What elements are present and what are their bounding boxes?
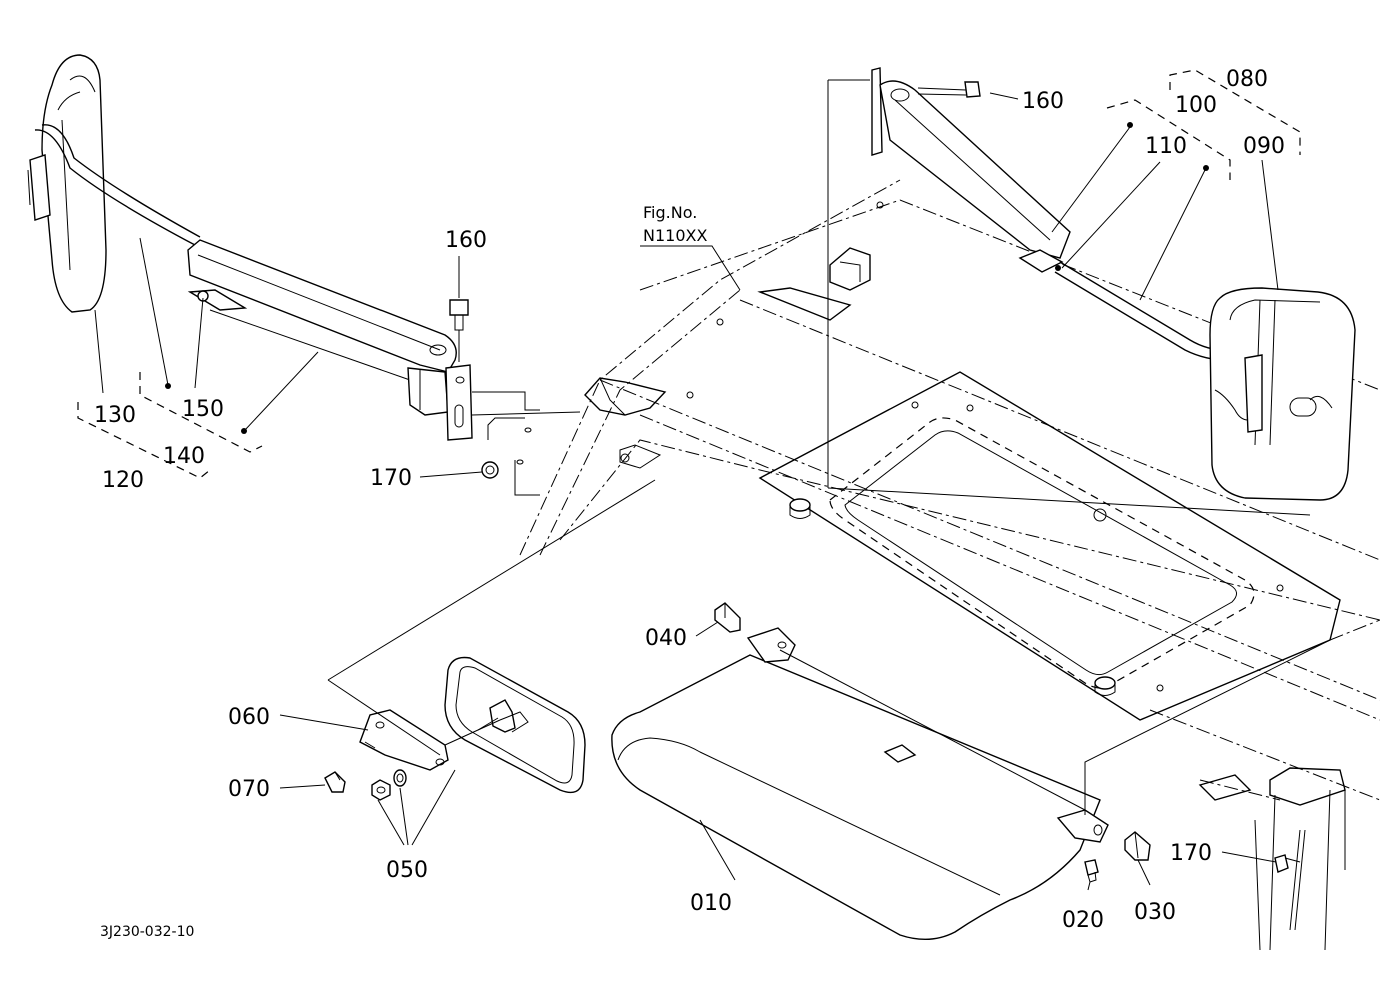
callout-030: 030 — [1134, 900, 1176, 925]
ref-fig-number: N110XX — [643, 226, 707, 245]
callout-060: 060 — [228, 705, 270, 730]
callout-150: 150 — [182, 397, 224, 422]
leader-lines — [94, 79, 1331, 891]
bolt-070 — [324, 771, 346, 793]
callout-100: 100 — [1175, 93, 1217, 118]
roof-hatch — [686, 201, 1341, 721]
group-bracket-right — [1106, 69, 1301, 180]
callout-040: 040 — [645, 626, 687, 651]
ref-fig-label: Fig.No. — [643, 203, 697, 222]
left-mirror-assembly — [27, 54, 581, 496]
callout-050: 050 — [386, 858, 428, 883]
callout-labels: 130 150 140 120 160 170 160 080 100 110 … — [94, 67, 1285, 940]
group-bracket-left — [77, 372, 263, 479]
callout-090: 090 — [1243, 134, 1285, 159]
left-mirror-head — [41, 54, 107, 313]
callout-170-left: 170 — [370, 466, 412, 491]
right-mirror-assembly — [871, 67, 1356, 501]
left-mount-plate — [445, 364, 473, 441]
sun-visor-assembly — [611, 602, 1301, 940]
right-mirror-head — [1209, 287, 1356, 501]
callout-140: 140 — [163, 444, 205, 469]
callout-070: 070 — [228, 777, 270, 802]
roof-bracket-right — [1198, 767, 1346, 951]
callout-120: 120 — [102, 468, 144, 493]
roof-bracket-center — [757, 247, 871, 321]
right-nut-170 — [1274, 854, 1289, 873]
callout-010: 010 — [690, 891, 732, 916]
callout-130: 130 — [94, 403, 136, 428]
sun-visor — [611, 654, 1101, 940]
nut-050 — [371, 779, 391, 801]
inner-mirror-assembly — [324, 656, 586, 801]
callout-020: 020 — [1062, 908, 1104, 933]
callout-110: 110 — [1145, 134, 1187, 159]
callout-080: 080 — [1226, 67, 1268, 92]
roof-bracket-left — [584, 377, 667, 469]
right-bolt-160 — [964, 81, 981, 98]
clip-040 — [714, 602, 741, 633]
left-mirror-arm — [187, 239, 457, 373]
left-nut-170 — [481, 461, 499, 479]
left-bolt-160 — [449, 299, 469, 316]
screw-020 — [1084, 859, 1099, 876]
callout-160-left: 160 — [445, 228, 487, 253]
callout-160-right: 160 — [1022, 89, 1064, 114]
callout-170-right: 170 — [1170, 841, 1212, 866]
washer-050 — [393, 769, 407, 787]
drawing-code: 3J230-032-10 — [100, 924, 194, 940]
inner-mirror-bracket — [359, 709, 449, 771]
